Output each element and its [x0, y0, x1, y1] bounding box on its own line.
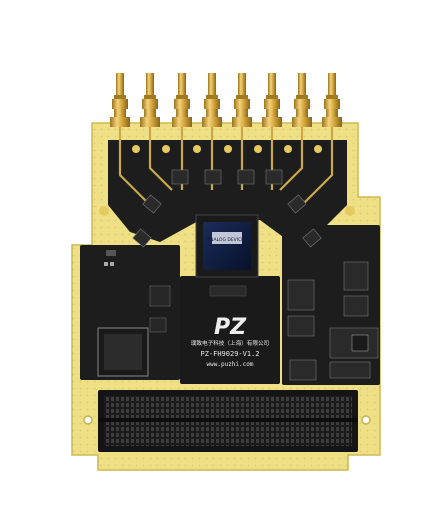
power-components [287, 261, 379, 381]
sma-connector-6 [262, 73, 282, 127]
test-pads [99, 145, 355, 216]
clock-chip [97, 327, 149, 377]
brand-logo: PZ [214, 315, 247, 340]
website-url: www.puzhi.com [207, 361, 254, 368]
sma-connector-4 [202, 73, 222, 127]
company-name: 璞致电子科技（上海）有限公司 [191, 339, 269, 347]
sma-connector-3 [172, 73, 192, 127]
fmc-connector [98, 390, 358, 452]
mounting-holes [83, 415, 371, 425]
sma-connector-7 [292, 73, 312, 127]
solder-mask-center [180, 276, 280, 384]
sma-connector-8 [322, 73, 342, 127]
balun-components [132, 169, 322, 248]
sma-connector-1 [110, 73, 130, 127]
silkscreen-branding: PZ 璞致电子科技（上海）有限公司 PZ-FH9029-V1.2 www.puz… [191, 315, 269, 368]
chip-brand-logo: ANALOG DEVICES [207, 237, 247, 243]
solder-mask-top [108, 140, 347, 242]
sma-connectors [110, 73, 342, 127]
sma-connector-5 [232, 73, 252, 127]
sma-connector-2 [140, 73, 160, 127]
board-model: PZ-FH9029-V1.2 [200, 350, 259, 358]
adc-chip: ANALOG DEVICES [195, 214, 259, 278]
passive-components [104, 250, 247, 333]
